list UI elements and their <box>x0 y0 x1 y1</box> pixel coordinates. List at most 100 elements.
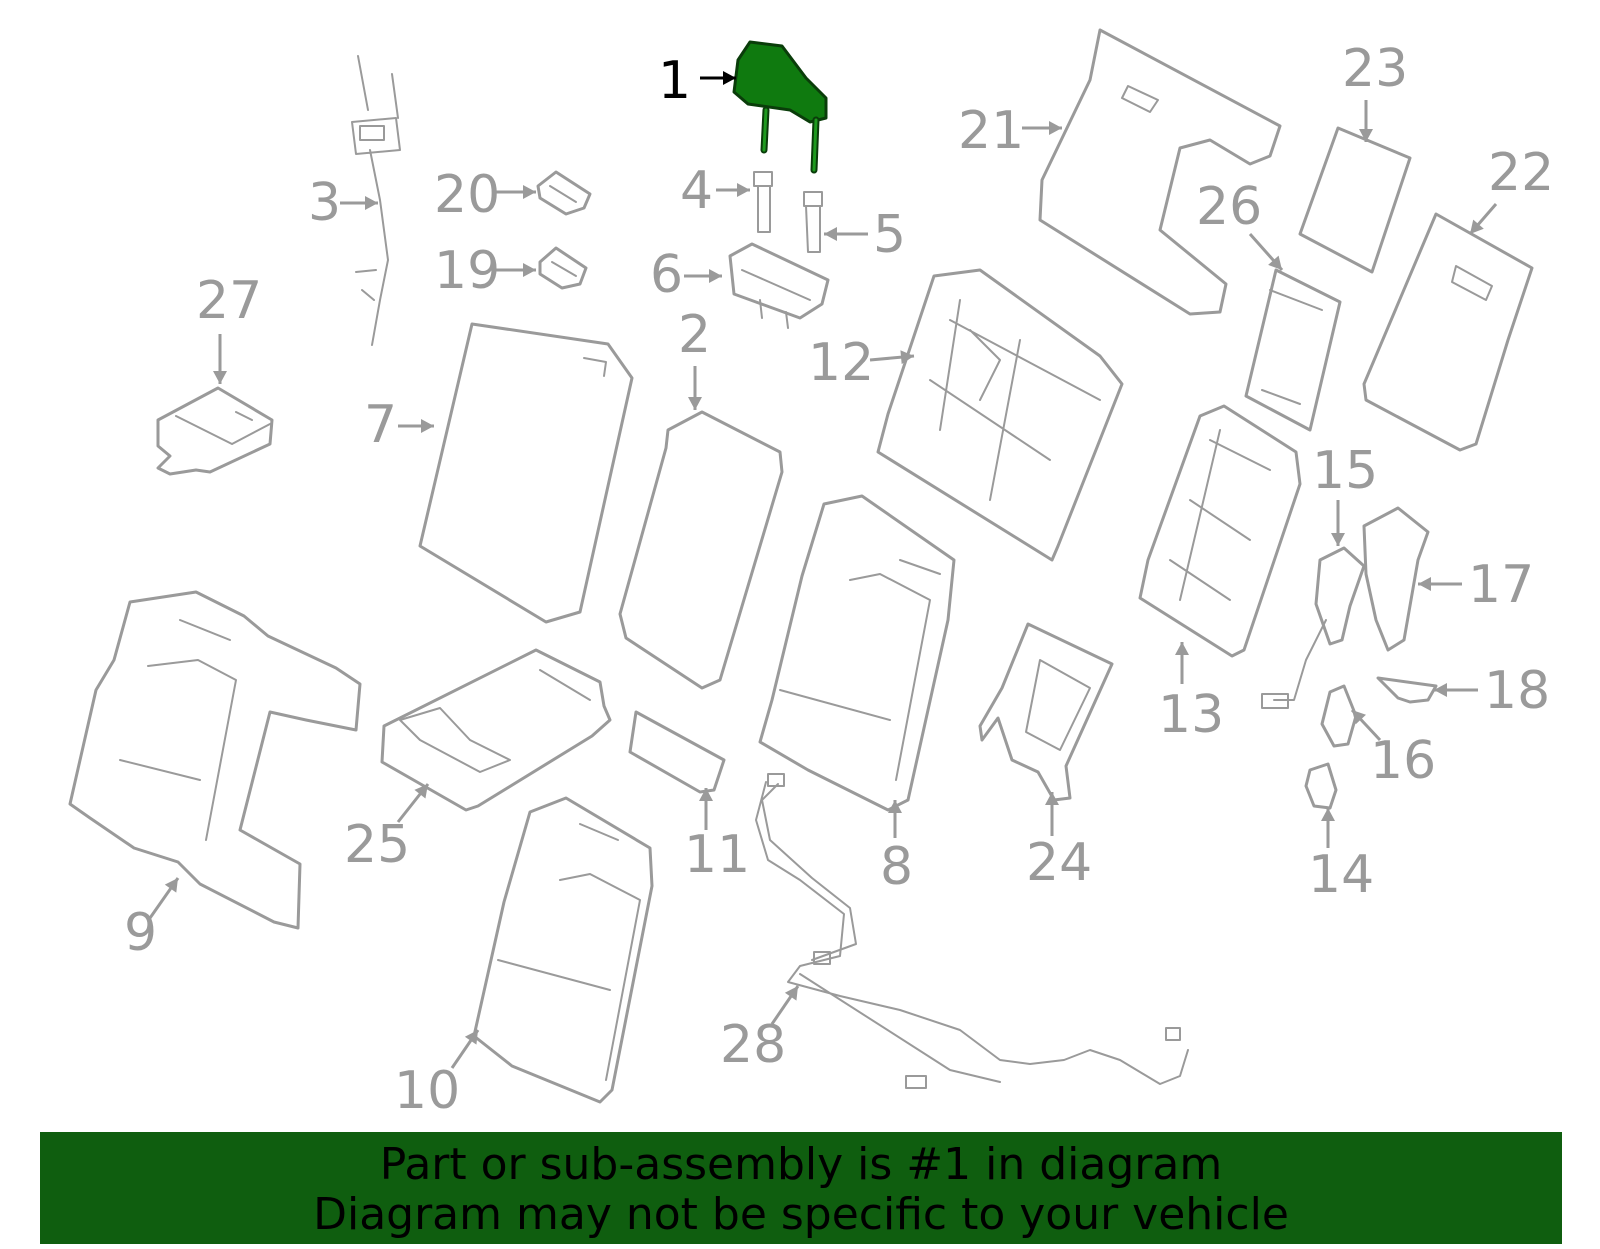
callout-arrowhead-8 <box>888 800 902 813</box>
pad-part-23[interactable] <box>1298 126 1412 274</box>
callout-4[interactable]: 4 <box>680 161 750 221</box>
callout-arrowhead-9 <box>164 878 178 893</box>
callout-number-15: 15 <box>1312 441 1378 501</box>
callout-arrowhead-19 <box>523 263 536 277</box>
callout-number-14: 14 <box>1308 845 1374 905</box>
callout-number-8: 8 <box>880 837 913 897</box>
bracket-part-14[interactable] <box>1304 762 1338 810</box>
callout-24[interactable]: 24 <box>1026 792 1092 893</box>
callout-number-13: 13 <box>1158 685 1224 745</box>
callout-5[interactable]: 5 <box>824 205 906 265</box>
callout-number-23: 23 <box>1342 39 1408 99</box>
callout-21[interactable]: 21 <box>958 101 1062 161</box>
wiring-harness-part-28[interactable] <box>755 773 1189 1089</box>
callout-10[interactable]: 10 <box>394 1029 480 1121</box>
bracket-part-24[interactable] <box>978 622 1114 802</box>
callout-18[interactable]: 18 <box>1434 661 1550 721</box>
callout-number-5: 5 <box>873 205 906 265</box>
seat-belt-part-3[interactable] <box>351 55 401 346</box>
pad-part-26[interactable] <box>1244 268 1342 432</box>
banner-disclaimer: Diagram may not be specific to your vehi… <box>313 1189 1289 1240</box>
callout-arrowhead-22 <box>1470 219 1484 234</box>
callout-number-12: 12 <box>808 333 874 393</box>
callout-23[interactable]: 23 <box>1342 39 1408 142</box>
callout-11[interactable]: 11 <box>684 788 750 885</box>
callout-number-24: 24 <box>1026 833 1092 893</box>
callout-15[interactable]: 15 <box>1312 441 1378 546</box>
callout-16[interactable]: 16 <box>1350 708 1436 791</box>
seat-cover-part-8[interactable] <box>758 494 956 812</box>
callout-number-22: 22 <box>1488 143 1554 203</box>
callout-number-1: 1 <box>658 51 691 111</box>
callout-3[interactable]: 3 <box>308 173 378 233</box>
callout-arrowhead-4 <box>737 183 750 197</box>
callout-arrowhead-15 <box>1331 533 1345 546</box>
callout-arrowhead-2 <box>688 397 702 410</box>
callout-20[interactable]: 20 <box>434 165 536 225</box>
callout-13[interactable]: 13 <box>1158 642 1224 745</box>
frame-part-12[interactable] <box>876 268 1124 562</box>
headrest-part-1[interactable] <box>732 40 828 174</box>
callout-arrowhead-11 <box>699 788 713 801</box>
panel-part-22[interactable] <box>1362 212 1534 452</box>
callout-number-7: 7 <box>364 395 397 455</box>
pad-part-11[interactable] <box>628 710 726 794</box>
pad-part-2[interactable] <box>618 410 784 690</box>
callout-9[interactable]: 9 <box>124 877 180 963</box>
callout-7[interactable]: 7 <box>364 395 434 455</box>
callout-2[interactable]: 2 <box>678 305 711 410</box>
callout-6[interactable]: 6 <box>650 245 722 305</box>
callout-arrowhead-10 <box>464 1030 478 1045</box>
callout-arrowhead-18 <box>1434 683 1447 697</box>
callout-14[interactable]: 14 <box>1308 808 1374 905</box>
callout-1[interactable]: 1 <box>658 51 736 111</box>
callout-arrowhead-16 <box>1352 710 1366 725</box>
callout-27[interactable]: 27 <box>196 271 262 384</box>
frame-part-13[interactable] <box>1138 404 1302 658</box>
callout-8[interactable]: 8 <box>880 800 913 897</box>
module-part-27[interactable] <box>156 386 274 476</box>
callout-arrowhead-26 <box>1268 255 1282 270</box>
callout-arrowhead-5 <box>824 227 837 241</box>
seat-cover-part-10[interactable] <box>472 796 654 1104</box>
callout-number-16: 16 <box>1370 731 1436 791</box>
callout-number-17: 17 <box>1468 555 1534 615</box>
callout-25[interactable]: 25 <box>344 783 430 875</box>
info-banner: Part or sub-assembly is #1 in diagram Di… <box>40 1132 1562 1244</box>
callout-number-18: 18 <box>1484 661 1550 721</box>
callout-number-19: 19 <box>434 241 500 301</box>
bracket-part-6[interactable] <box>728 242 830 329</box>
clip-part-18[interactable] <box>1376 676 1438 704</box>
trim-part-17[interactable] <box>1362 506 1430 652</box>
clip-part-20[interactable] <box>536 170 592 216</box>
callout-17[interactable]: 17 <box>1418 555 1534 615</box>
callout-12[interactable]: 12 <box>808 333 915 393</box>
latch-part-15[interactable] <box>1261 546 1366 709</box>
callout-number-27: 27 <box>196 271 262 331</box>
callout-19[interactable]: 19 <box>434 241 536 301</box>
callout-number-25: 25 <box>344 815 410 875</box>
callout-arrowhead-23 <box>1359 129 1373 142</box>
callout-number-26: 26 <box>1196 177 1262 237</box>
guide-part-4[interactable] <box>753 171 773 233</box>
callout-number-21: 21 <box>958 101 1024 161</box>
clip-part-19[interactable] <box>538 246 588 290</box>
seat-cover-part-9[interactable] <box>68 590 362 930</box>
panel-part-21[interactable] <box>1038 28 1282 316</box>
guide-part-5[interactable] <box>803 191 823 253</box>
callout-number-11: 11 <box>684 825 750 885</box>
callout-number-10: 10 <box>394 1061 460 1121</box>
callout-arrowhead-21 <box>1049 121 1062 135</box>
callout-number-6: 6 <box>650 245 683 305</box>
callout-26[interactable]: 26 <box>1196 177 1284 271</box>
callout-arrowhead-13 <box>1175 642 1189 655</box>
armrest-part-25[interactable] <box>380 648 612 812</box>
callout-arrowhead-27 <box>213 371 227 384</box>
callout-28[interactable]: 28 <box>720 985 800 1075</box>
callout-22[interactable]: 22 <box>1468 143 1554 235</box>
panel-part-7[interactable] <box>418 322 634 624</box>
callout-arrowhead-7 <box>421 419 434 433</box>
bracket-part-16[interactable] <box>1320 684 1358 748</box>
